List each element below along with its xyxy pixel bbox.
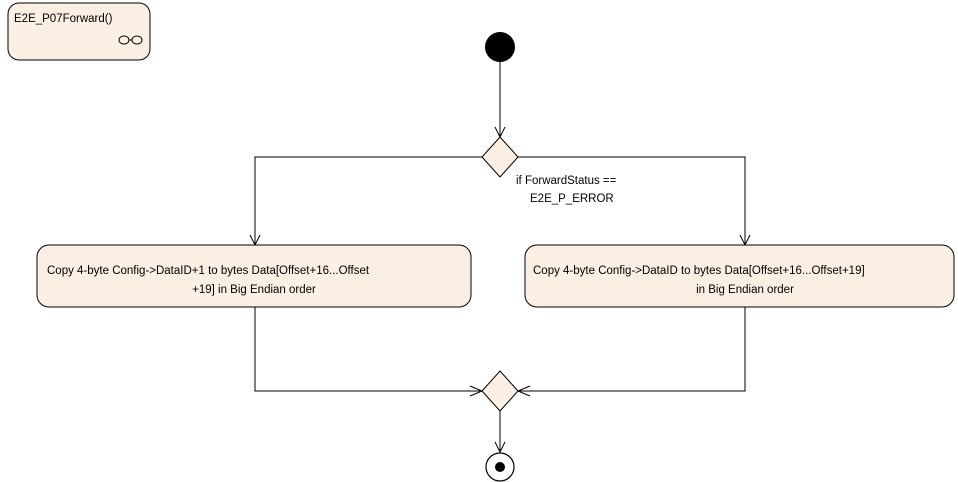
edge-right-action-to-merge (516, 307, 746, 397)
rake-icon (118, 35, 143, 45)
activity-name: E2E_P07Forward() (14, 13, 113, 25)
final-node (485, 452, 515, 482)
edge-start-to-decision (494, 62, 506, 139)
action-right: Copy 4-byte Config->DataID to bytes Data… (524, 244, 955, 308)
activity-frame: E2E_P07Forward() (7, 2, 151, 61)
edge-merge-to-final (494, 411, 506, 454)
action-left-line1: Copy 4-byte Config->DataID+1 to bytes Da… (47, 265, 370, 277)
action-left-line2: +19] in Big Endian order (192, 284, 316, 296)
action-left: Copy 4-byte Config->DataID+1 to bytes Da… (36, 244, 472, 308)
guard-label-line2: E2E_P_ERROR (530, 193, 614, 205)
initial-node (485, 32, 515, 62)
activity-box (7, 2, 151, 61)
merge-node (481, 370, 519, 412)
edge-decision-to-left-action (249, 156, 482, 247)
action-right-line1: Copy 4-byte Config->DataID to bytes Data… (533, 265, 865, 277)
guard-label-line1: if ForwardStatus == (516, 175, 617, 187)
action-right-box (524, 244, 955, 308)
edge-left-action-to-merge (254, 307, 484, 397)
action-left-box (36, 244, 472, 308)
action-right-line2: in Big Endian order (696, 284, 794, 296)
decision-node (481, 136, 519, 178)
